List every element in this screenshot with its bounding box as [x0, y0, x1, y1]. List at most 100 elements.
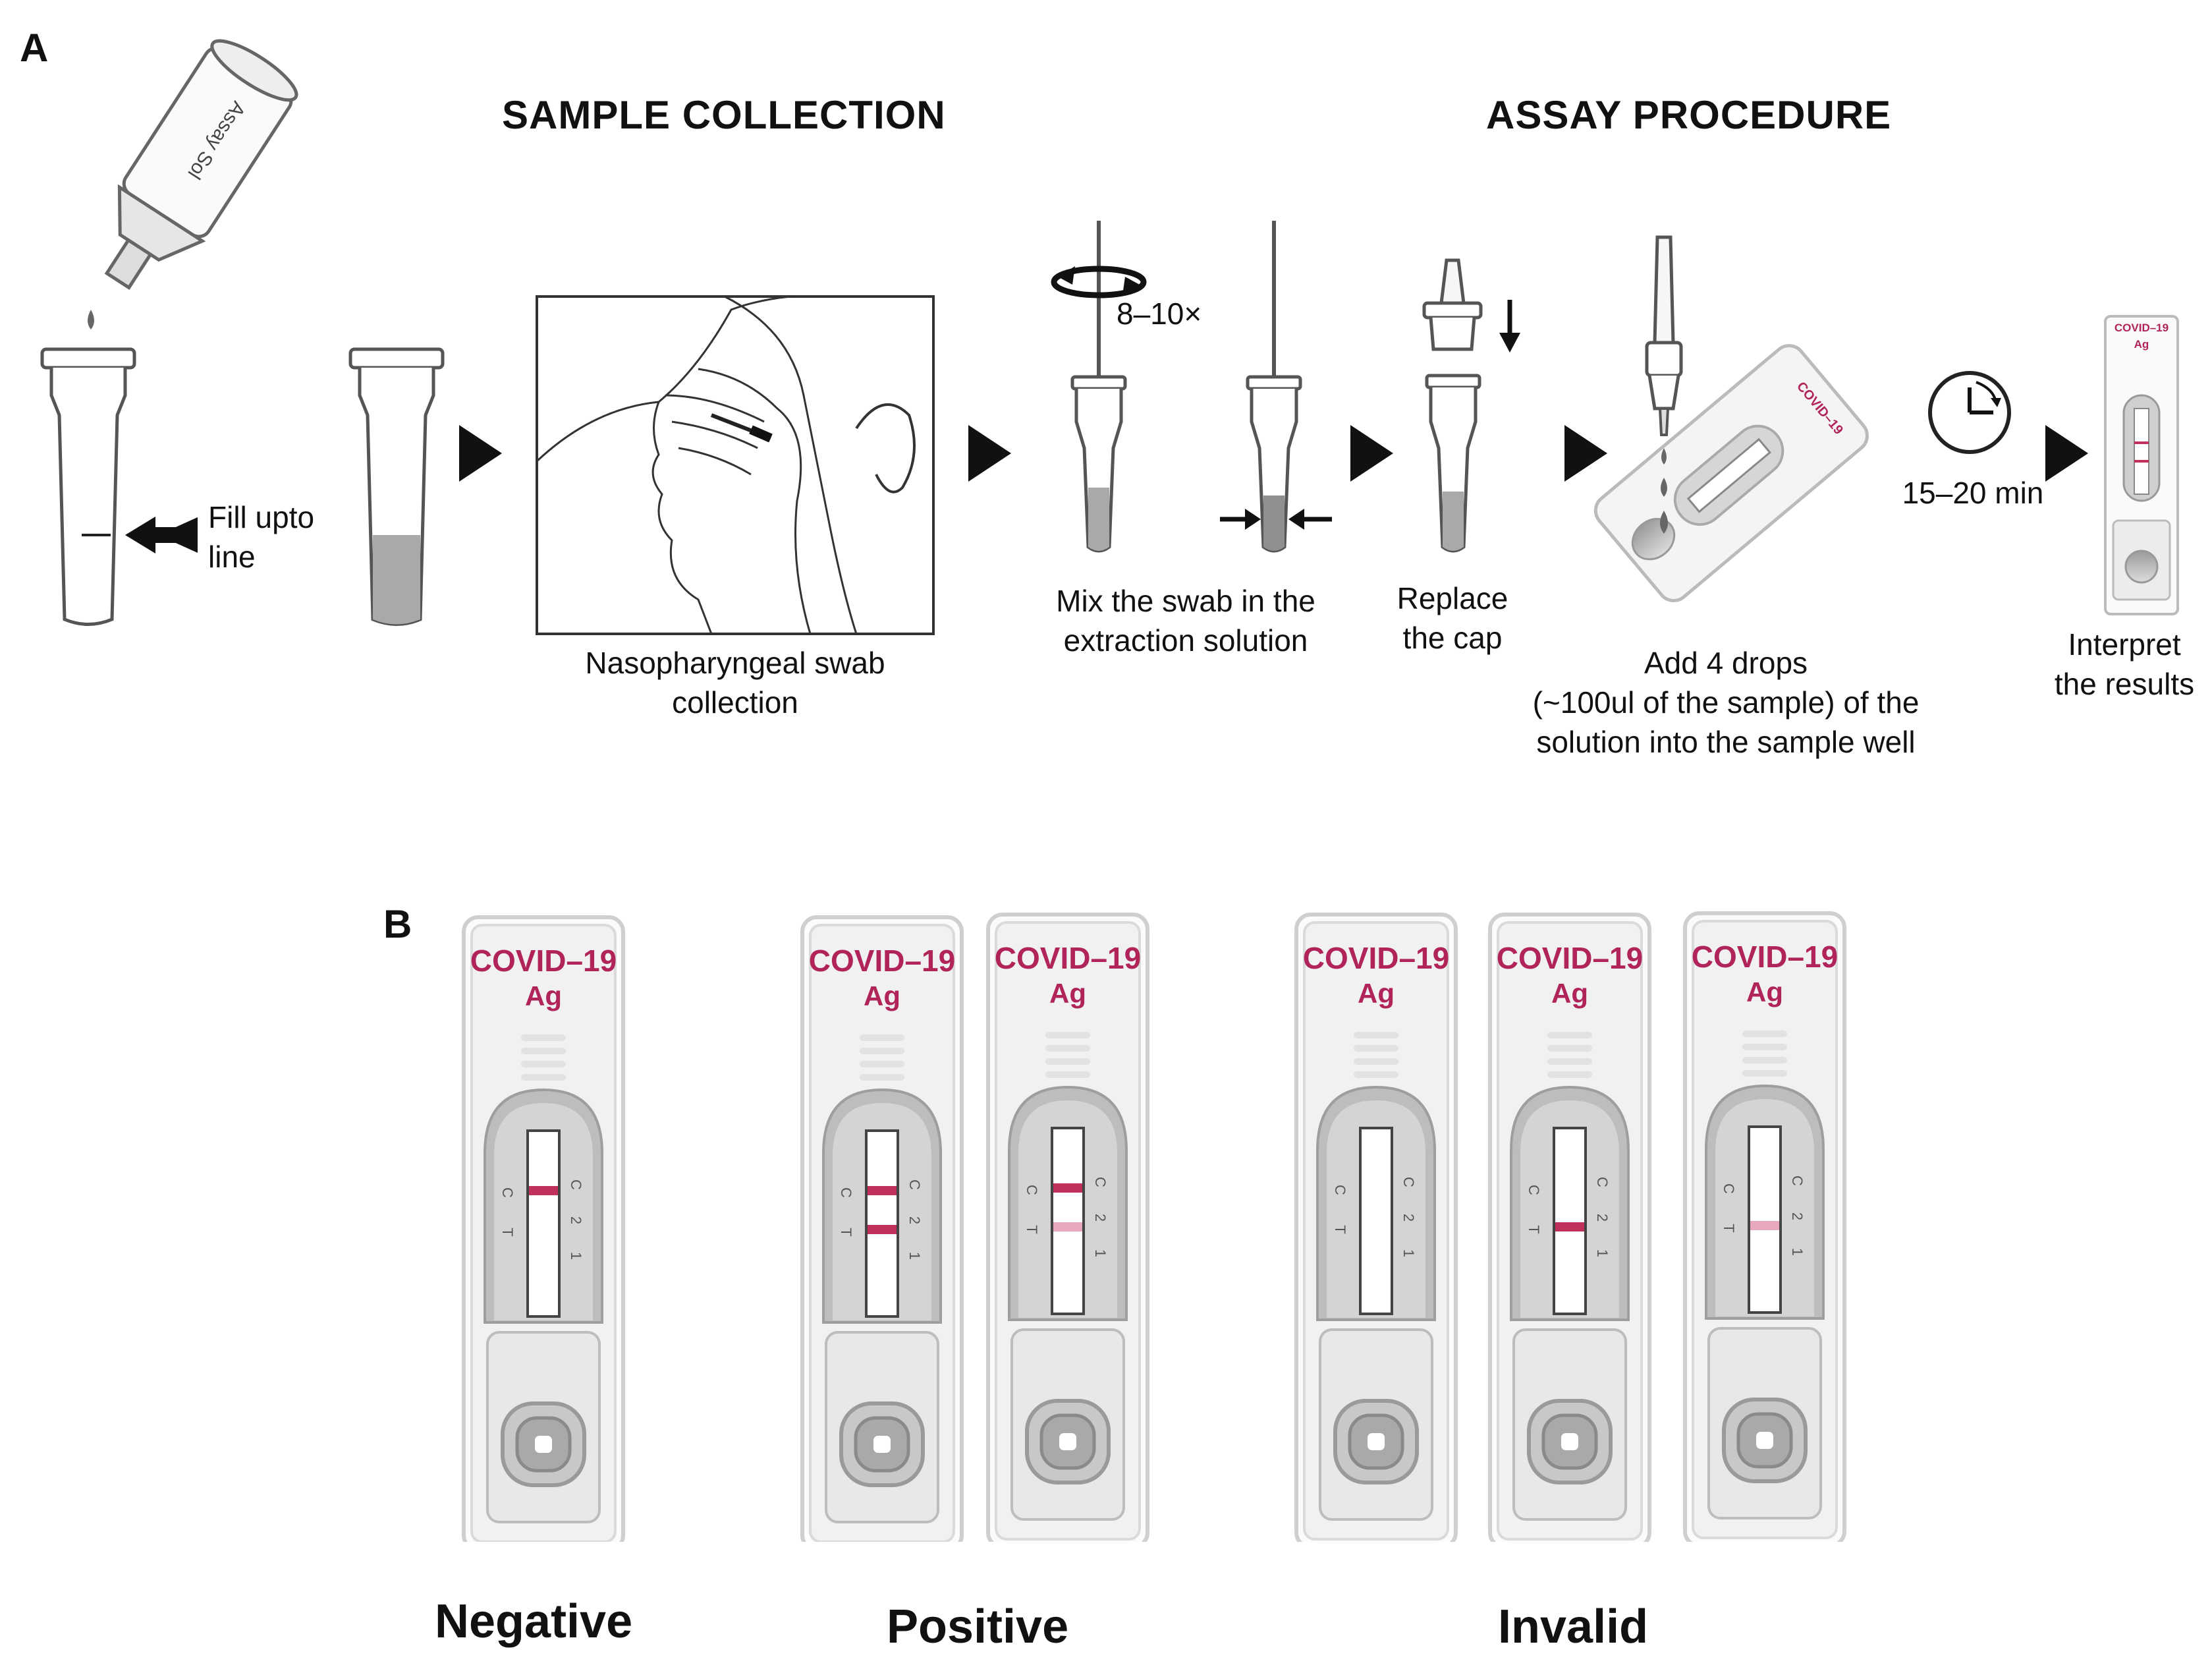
sample-well-hole	[1756, 1432, 1773, 1449]
result-window	[526, 1129, 561, 1318]
brand-line1: COVID–19	[809, 944, 955, 978]
brand-line2: Ag	[1746, 976, 1783, 1007]
grip-ridge	[1742, 1031, 1787, 1037]
small-brand-line1: COVID–19	[2115, 322, 2169, 334]
control-line	[1053, 1183, 1082, 1193]
interpret-caption-line1: Interpret	[2068, 627, 2181, 662]
grip-ridge	[1045, 1032, 1090, 1038]
fill-arrow-icon	[125, 517, 198, 553]
step-arrow-3-icon	[1350, 425, 1393, 482]
step-arrow-1-icon	[459, 425, 502, 482]
nasal-swab-illustration	[536, 295, 935, 635]
mark-1-right: 1	[1092, 1249, 1109, 1257]
grip-ridge	[1547, 1032, 1592, 1038]
interpret-caption-line2: the results	[2054, 667, 2195, 701]
grip-ridge	[1354, 1058, 1398, 1065]
grip-ridge	[1045, 1045, 1090, 1052]
mark-c-left: C	[1526, 1185, 1542, 1195]
brand-line1: COVID–19	[1497, 941, 1643, 975]
mark-c-right: C	[568, 1179, 584, 1190]
result-window	[1553, 1127, 1587, 1315]
grip-ridge	[521, 1034, 566, 1041]
timer-label: 15–20 min	[1902, 476, 2044, 510]
mark-2-right: 2	[1400, 1214, 1417, 1222]
small-brand-line2: Ag	[2134, 338, 2149, 351]
grip-ridge	[860, 1074, 904, 1081]
test-line	[1555, 1222, 1584, 1231]
brand-line2: Ag	[1358, 978, 1395, 1009]
result-window	[865, 1129, 899, 1318]
tube-filled	[348, 347, 445, 626]
mark-c-left: C	[499, 1187, 516, 1198]
mark-c-left: C	[838, 1187, 854, 1198]
test-line	[1053, 1222, 1082, 1231]
mark-1-right: 1	[568, 1252, 584, 1260]
grip-ridge	[1742, 1044, 1787, 1050]
grip-ridge	[860, 1048, 904, 1054]
swab-caption-line1: Nasopharyngeal swab	[585, 646, 885, 680]
grip-ridge	[860, 1034, 904, 1041]
mark-t-left: T	[838, 1228, 854, 1236]
replace-cap-illustration	[1422, 258, 1520, 553]
result-window	[1051, 1127, 1085, 1315]
grip-ridge	[521, 1048, 566, 1054]
mark-1-right: 1	[906, 1252, 923, 1260]
interpret-caption: Interpret the results	[2042, 625, 2207, 704]
grip-ridge	[1354, 1071, 1398, 1078]
mark-1-right: 1	[1789, 1248, 1806, 1256]
add-drops-illustration: COVID–19	[1593, 235, 1869, 603]
result-window	[1359, 1127, 1393, 1315]
brand-line2: Ag	[525, 980, 562, 1011]
brand-line1: COVID–19	[1303, 941, 1449, 975]
mark-t-left: T	[1024, 1225, 1040, 1233]
grip-ridge	[521, 1074, 566, 1081]
mark-t-left: T	[1526, 1225, 1542, 1233]
drops-caption: Add 4 drops (~100ul of the sample) of th…	[1482, 643, 1970, 762]
fill-label: Fill upto line	[208, 497, 314, 577]
panel-label-a: A	[20, 26, 49, 70]
sample-well-hole	[873, 1436, 891, 1453]
mark-t-left: T	[499, 1228, 516, 1236]
brand-line2: Ag	[864, 980, 900, 1011]
brand-line2: Ag	[1551, 978, 1588, 1009]
mix-caption-line1: Mix the swab in the	[1056, 584, 1315, 618]
mark-c-left: C	[1024, 1185, 1040, 1195]
sample-well-hole	[1368, 1433, 1385, 1450]
grip-ridge	[860, 1061, 904, 1067]
brand-line1: COVID–19	[1692, 940, 1838, 974]
control-line	[529, 1186, 558, 1195]
mark-c-left: C	[1721, 1183, 1737, 1194]
panel-label-b: B	[383, 902, 412, 946]
grip-ridge	[1045, 1071, 1090, 1078]
drop	[88, 310, 94, 329]
sample-well-hole	[1059, 1433, 1076, 1450]
brand-line1: COVID–19	[995, 941, 1141, 975]
mark-c-left: C	[1332, 1185, 1348, 1195]
grip-ridge	[1742, 1057, 1787, 1063]
step-arrow-4-icon	[1564, 425, 1607, 482]
mark-c-right: C	[1400, 1177, 1417, 1187]
mark-2-right: 2	[1789, 1212, 1806, 1220]
category-negative: Negative	[435, 1595, 633, 1648]
swab-caption-line2: collection	[672, 685, 798, 720]
mark-c-right: C	[1594, 1177, 1611, 1187]
sample-well-hole	[535, 1436, 552, 1453]
brand-line2: Ag	[1049, 978, 1086, 1009]
mark-2-right: 2	[906, 1216, 923, 1224]
grip-ridge	[521, 1061, 566, 1067]
timer-clock-icon	[1928, 371, 2011, 454]
grip-ridge	[1354, 1032, 1398, 1038]
mix-caption-line2: extraction solution	[1063, 623, 1308, 658]
heading-assay-procedure: ASSAY PROCEDURE	[1486, 93, 1892, 137]
mix-swab-illustration	[1051, 221, 1332, 553]
drops-caption-line1: Add 4 drops	[1644, 646, 1808, 680]
mark-c-right: C	[906, 1179, 923, 1190]
control-line	[868, 1186, 897, 1195]
step-arrow-2-icon	[968, 425, 1011, 482]
test-line	[868, 1225, 897, 1234]
